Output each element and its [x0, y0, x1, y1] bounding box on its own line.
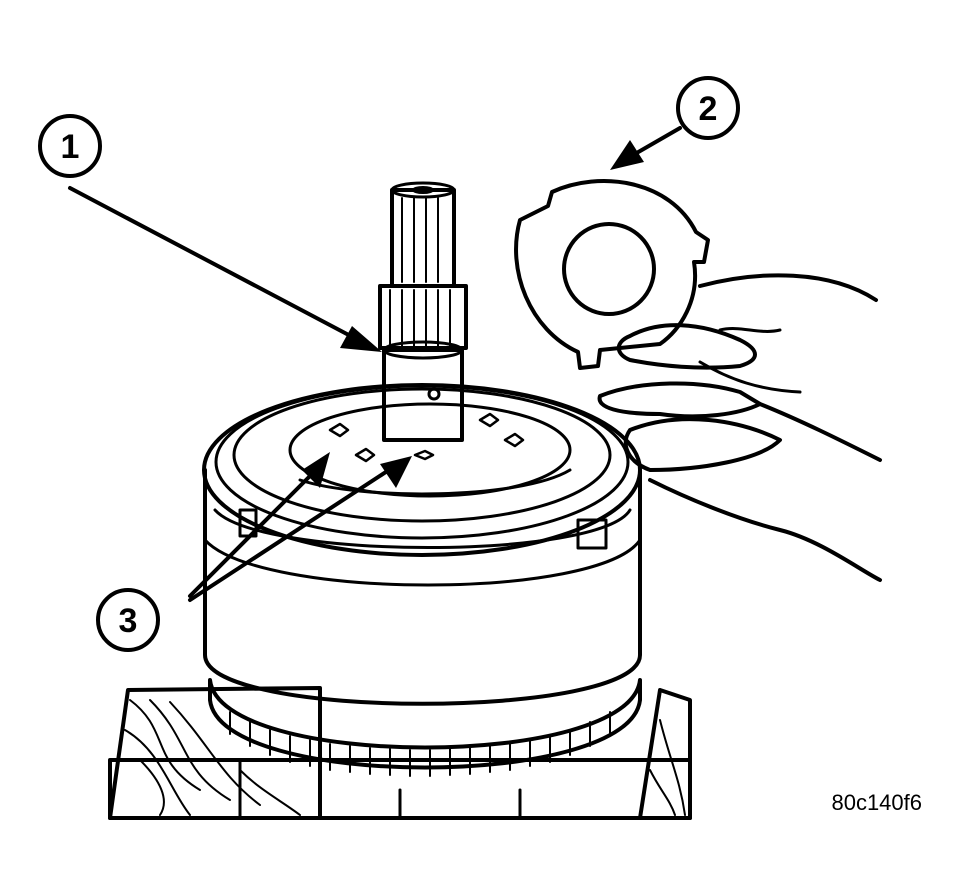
thrust-washer [514, 179, 710, 370]
callout-3-label: 3 [119, 602, 138, 640]
callout-1-label: 1 [61, 128, 80, 166]
wooden-support-block [108, 686, 692, 820]
callout-3: 3 [96, 588, 160, 652]
callout-1: 1 [38, 114, 102, 178]
figure-code: 80c140f6 [831, 790, 922, 815]
clutch-drum-housing [202, 383, 642, 706]
leader-arrows [68, 126, 682, 602]
callout-2: 2 [676, 76, 740, 140]
hand [597, 273, 882, 582]
callout-2-label: 2 [699, 90, 718, 128]
gear-teeth-ring [208, 678, 642, 777]
input-shaft [378, 181, 468, 442]
